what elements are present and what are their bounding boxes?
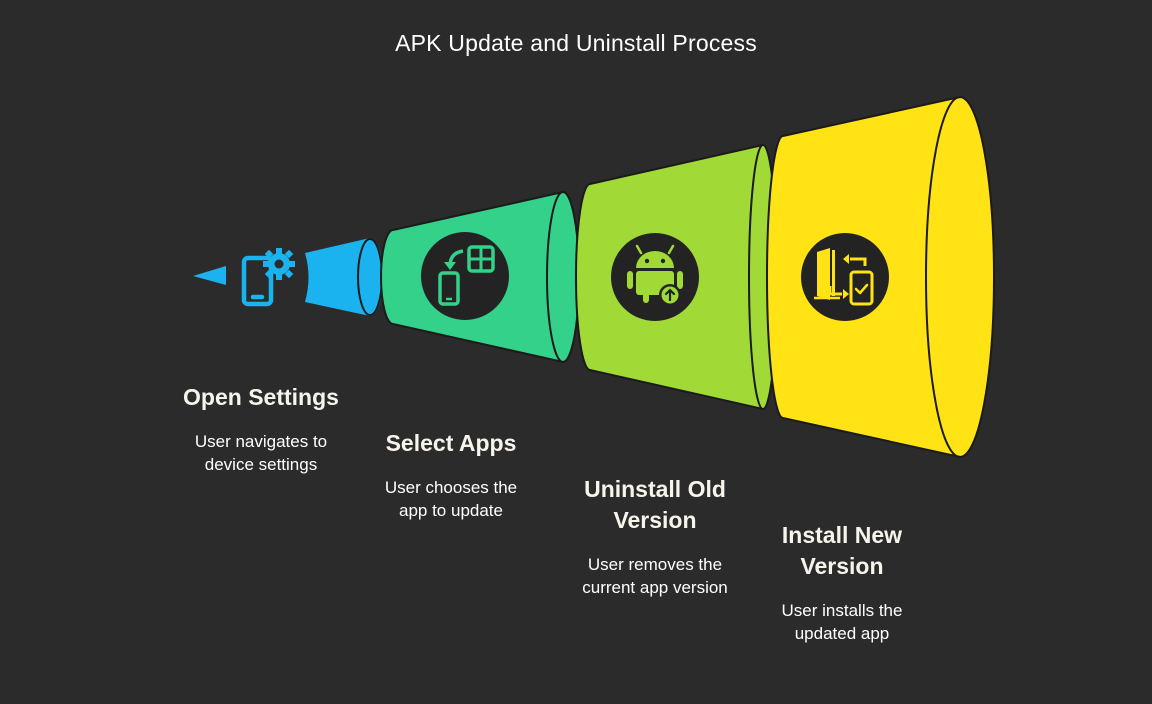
settings-phone-icon [241, 255, 274, 307]
step-description-line: User removes the [587, 555, 723, 574]
step-title-line: Version [800, 553, 884, 579]
step-description-line: User installs the [781, 601, 903, 620]
step-title: Open Settings [183, 384, 339, 410]
step-title: Select Apps [385, 430, 517, 456]
funnel-tip [193, 266, 226, 285]
android-update-icon [611, 233, 699, 321]
gear-icon [263, 248, 295, 280]
step-description: User navigates to device settings [161, 430, 361, 476]
step-select-apps: Select Apps User chooses the app to upda… [351, 428, 551, 522]
step-title: Install New Version [732, 520, 952, 582]
step-title-line: Version [613, 507, 697, 533]
step-title: Uninstall Old Version [545, 474, 765, 536]
door-phone-install-icon [801, 233, 889, 321]
step-title-line: Uninstall Old [584, 476, 726, 502]
step-description-line: User chooses the [384, 478, 518, 497]
phone-select-apps-icon [421, 232, 509, 320]
step-description-line: current app version [582, 578, 728, 597]
step-install-new-version: Install New Version User installs the up… [732, 520, 952, 645]
diagram-title: APK Update and Uninstall Process [395, 30, 757, 56]
step-description-line: updated app [794, 624, 890, 643]
step-description: User installs the updated app [732, 599, 952, 645]
step-description: User chooses the app to update [351, 476, 551, 522]
step-description-line: app to update [399, 501, 503, 520]
step-description-line: User navigates to [194, 432, 328, 451]
funnel-segment-open-settings [305, 238, 384, 316]
step-open-settings: Open Settings User navigates to device s… [161, 382, 361, 476]
step-uninstall-old-version: Uninstall Old Version User removes the c… [545, 474, 765, 599]
step-title-line: Install New [781, 522, 903, 548]
step-description-line: device settings [204, 455, 318, 474]
step-description: User removes the current app version [545, 553, 765, 599]
